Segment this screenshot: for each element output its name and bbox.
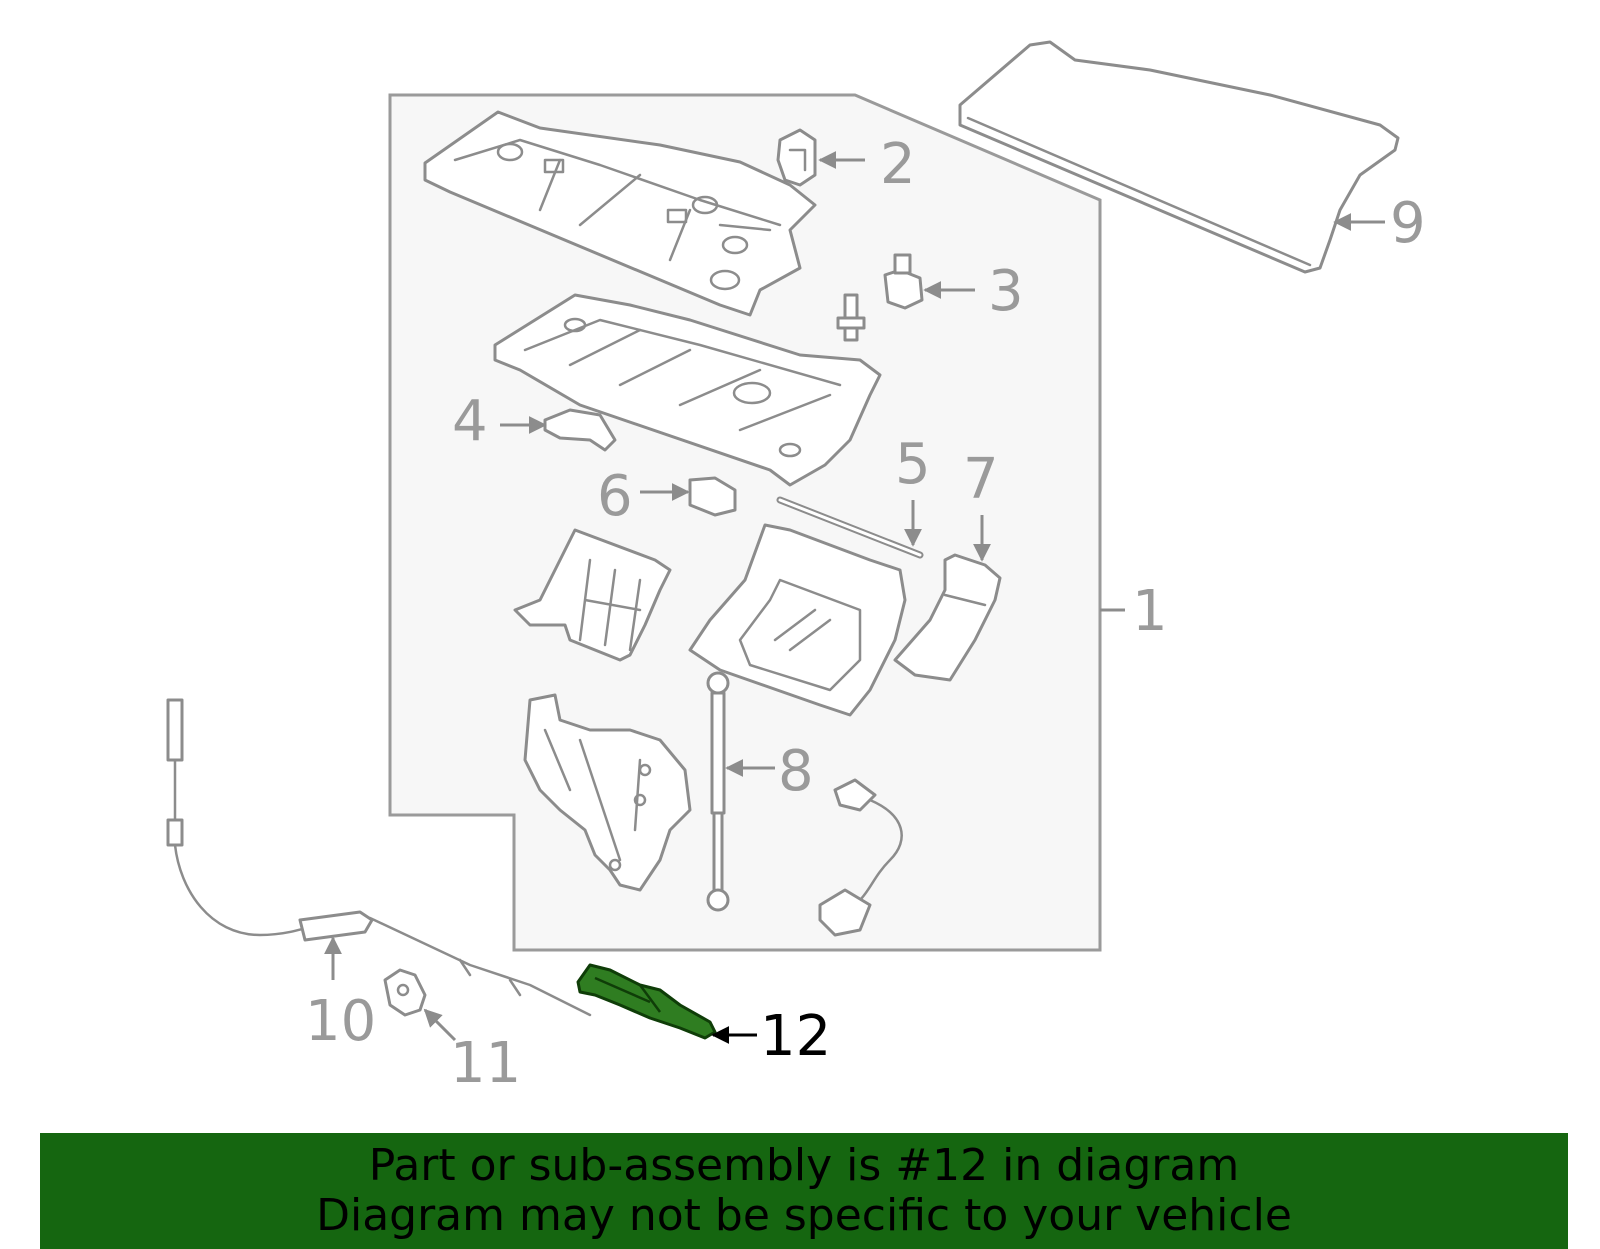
part-10-cable <box>166 698 592 1017</box>
upper-panel <box>423 110 817 317</box>
part-2-clip <box>776 128 817 187</box>
footer-banner: Part or sub-assembly is #12 in diagram D… <box>40 1133 1568 1249</box>
callout-5: 5 <box>895 432 931 497</box>
part-9-panel <box>958 40 1400 274</box>
leader-11 <box>423 1008 457 1042</box>
callout-4: 4 <box>452 389 488 454</box>
callout-11: 11 <box>450 1031 521 1096</box>
footer-line-1: Part or sub-assembly is #12 in diagram <box>368 1140 1240 1191</box>
callout-7: 7 <box>963 447 999 512</box>
part-4-bumper <box>543 408 617 452</box>
lower-bracket <box>523 693 692 892</box>
callout-1: 1 <box>1132 579 1168 644</box>
part-8-strut <box>706 671 730 912</box>
callout-10: 10 <box>305 989 376 1054</box>
lower-panel <box>493 293 882 487</box>
left-bracket <box>513 528 672 662</box>
bolt <box>836 293 866 342</box>
callout-9: 9 <box>1390 191 1426 256</box>
callout-6: 6 <box>597 464 633 529</box>
part-5-rod <box>776 496 924 559</box>
center-tray <box>688 523 907 717</box>
callout-2: 2 <box>880 132 916 197</box>
part-3-nut <box>883 253 924 310</box>
part-6-cap <box>688 476 737 517</box>
callout-8: 8 <box>778 739 814 804</box>
callout-12: 12 <box>760 1004 831 1069</box>
part-11-clip <box>383 968 427 1017</box>
callout-3: 3 <box>988 259 1024 324</box>
part-12-highlighted[interactable] <box>576 963 717 1040</box>
harness-sensor <box>818 778 903 937</box>
footer-line-2: Diagram may not be specific to your vehi… <box>316 1190 1292 1241</box>
part-7-pad <box>893 553 1002 682</box>
